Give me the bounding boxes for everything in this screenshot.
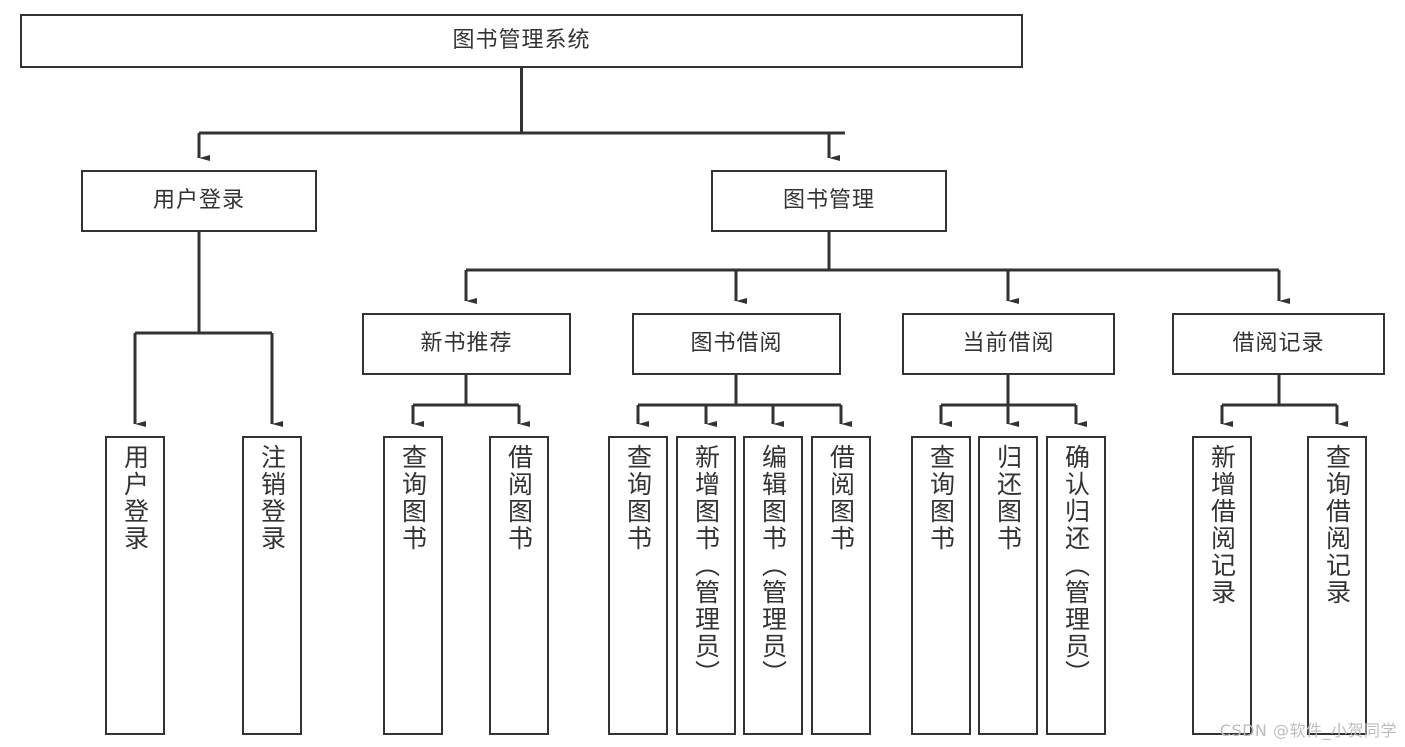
node-label: 确认归还（管理员） [1061, 444, 1091, 687]
leaf-borrow-borrow-book[interactable]: 借阅图书 [811, 436, 871, 735]
node-label: 借阅图书 [504, 444, 534, 552]
leaf-borrow-add-book-admin[interactable]: 新增图书（管理员） [676, 436, 736, 735]
node-label: 归还图书 [993, 444, 1023, 552]
node-book-management[interactable]: 图书管理 [711, 170, 947, 232]
node-label: 注销登录 [257, 444, 287, 552]
leaf-current-confirm-return-admin[interactable]: 确认归还（管理员） [1046, 436, 1106, 735]
node-label: 新增借阅记录 [1207, 444, 1237, 606]
node-label: 借阅图书 [826, 444, 856, 552]
node-label: 新书推荐 [420, 331, 513, 357]
leaf-user-login[interactable]: 用户登录 [105, 436, 165, 735]
node-label: 图书管理系统 [452, 28, 591, 54]
leaf-new-book-borrow-book[interactable]: 借阅图书 [489, 436, 549, 735]
node-current-borrowing[interactable]: 当前借阅 [902, 313, 1115, 375]
leaf-borrow-edit-book-admin[interactable]: 编辑图书（管理员） [743, 436, 803, 735]
leaf-record-add-borrow-record[interactable]: 新增借阅记录 [1192, 436, 1252, 735]
node-label: 用户登录 [120, 444, 150, 552]
node-label: 编辑图书（管理员） [758, 444, 788, 687]
node-label: 查询借阅记录 [1322, 444, 1352, 606]
leaf-record-query-borrow-record[interactable]: 查询借阅记录 [1307, 436, 1367, 735]
leaf-borrow-query-book[interactable]: 查询图书 [608, 436, 668, 735]
node-label: 图书借阅 [690, 331, 783, 357]
leaf-new-book-query-book[interactable]: 查询图书 [383, 436, 443, 735]
node-label: 查询图书 [398, 444, 428, 552]
leaf-current-query-book[interactable]: 查询图书 [911, 436, 971, 735]
node-book-borrowing[interactable]: 图书借阅 [632, 313, 841, 375]
node-new-book-recommendation[interactable]: 新书推荐 [362, 313, 571, 375]
node-label: 借阅记录 [1232, 331, 1325, 357]
leaf-current-return-book[interactable]: 归还图书 [978, 436, 1038, 735]
node-label: 用户登录 [152, 188, 245, 214]
node-borrowing-record[interactable]: 借阅记录 [1172, 313, 1385, 375]
leaf-logout[interactable]: 注销登录 [242, 436, 302, 735]
node-user-login[interactable]: 用户登录 [81, 170, 317, 232]
node-label: 图书管理 [782, 188, 875, 214]
node-label: 查询图书 [623, 444, 653, 552]
node-label: 当前借阅 [962, 331, 1055, 357]
node-label: 新增图书（管理员） [691, 444, 721, 687]
node-root-book-management-system[interactable]: 图书管理系统 [20, 14, 1023, 68]
node-label: 查询图书 [926, 444, 956, 552]
